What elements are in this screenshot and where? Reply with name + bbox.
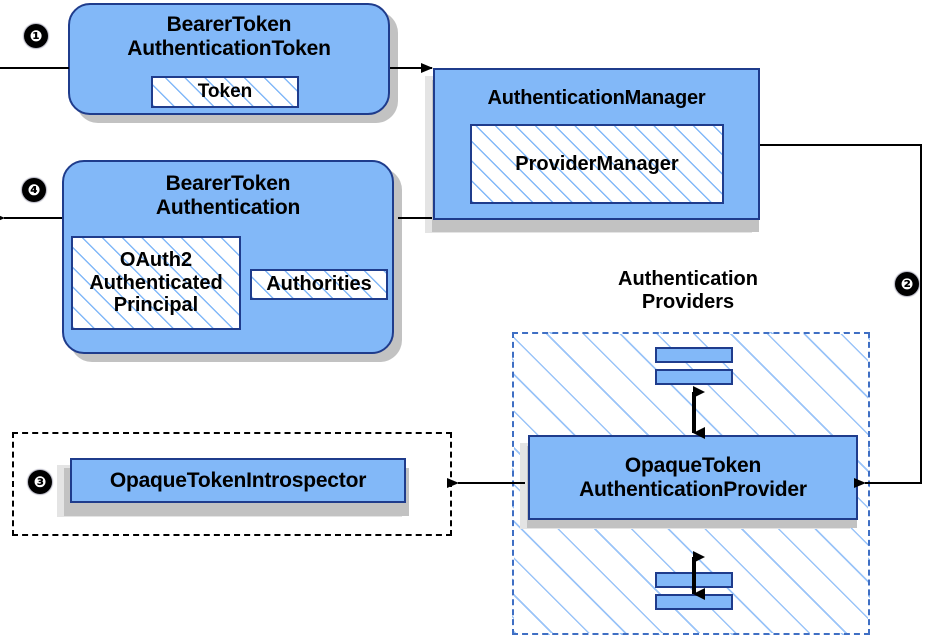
node-title-bearer-token-authentication: BearerToken Authentication xyxy=(155,172,301,219)
inner-label-authorities: Authorities xyxy=(266,273,372,296)
inner-label-provider-manager: ProviderManager xyxy=(515,152,679,175)
inner-box-provider-manager: ProviderManager xyxy=(470,124,724,204)
node-title-opaque-token-authentication-provider: OpaqueToken AuthenticationProvider xyxy=(579,453,807,501)
node-title-opaque-token-introspector: OpaqueTokenIntrospector xyxy=(109,468,367,492)
provider-bar-top-2 xyxy=(655,369,733,385)
badge-step-1: ❶ xyxy=(24,24,48,48)
inner-box-authorities: Authorities xyxy=(250,269,388,300)
node-opaque-token-introspector[interactable]: OpaqueTokenIntrospector xyxy=(70,458,406,503)
badge-step-4: ❹ xyxy=(22,178,46,202)
inner-label-oauth2-authenticated-principal: OAuth2 Authenticated Principal xyxy=(89,249,223,317)
inner-box-token: Token xyxy=(151,76,299,108)
label-authentication-providers: Authentication Providers xyxy=(618,268,758,314)
provider-bar-bottom-2 xyxy=(655,594,733,610)
node-opaque-token-authentication-provider[interactable]: OpaqueToken AuthenticationProvider xyxy=(528,435,858,520)
provider-bar-top-1 xyxy=(655,347,733,363)
node-title-bearer-token-authentication-token: BearerToken AuthenticationToken xyxy=(127,13,331,60)
inner-box-oauth2-authenticated-principal: OAuth2 Authenticated Principal xyxy=(71,236,241,330)
badge-step-3: ❸ xyxy=(28,470,52,494)
node-title-authentication-manager: AuthenticationManager xyxy=(487,87,706,109)
inner-label-token: Token xyxy=(197,81,253,103)
provider-bar-bottom-1 xyxy=(655,572,733,588)
badge-step-2: ❷ xyxy=(895,272,919,296)
